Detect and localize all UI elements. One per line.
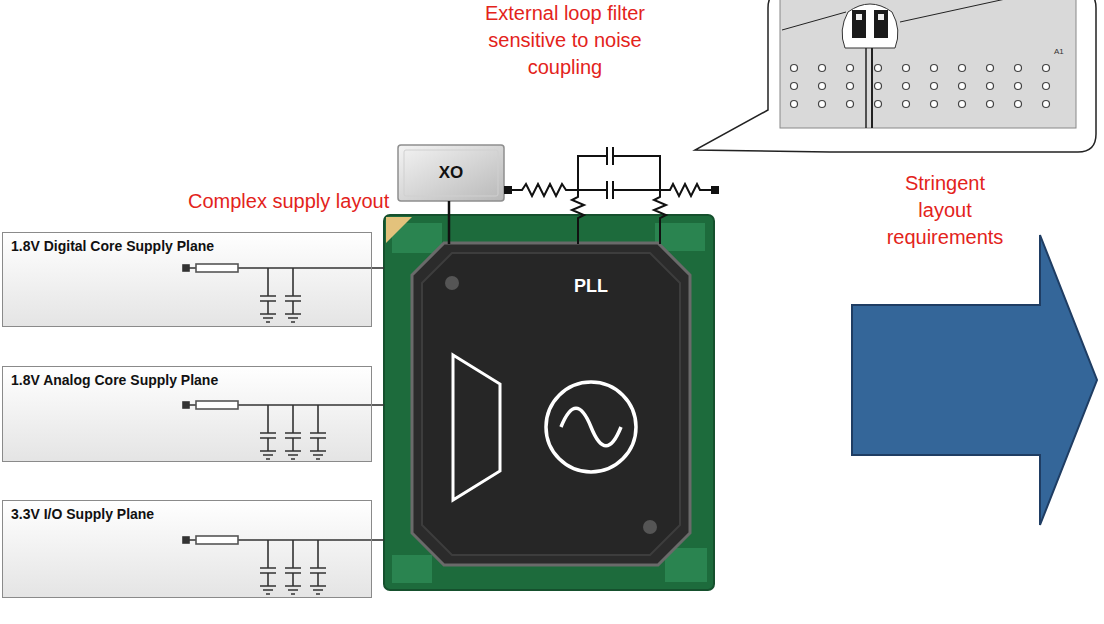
callout-note: Stringent layout requirements xyxy=(878,170,1012,251)
node-text: 1.8V Analog Core Supply Plane xyxy=(11,372,363,388)
crystal-rim xyxy=(404,150,498,196)
plane-ground xyxy=(2,232,372,327)
transition-arrow xyxy=(852,235,1097,525)
callout-bubble xyxy=(695,0,1096,152)
supply-wire xyxy=(372,267,384,269)
node-text: XO xyxy=(439,163,464,183)
divider-symbol xyxy=(453,355,500,500)
supply-plane-box: 1.8V Digital Core Supply Plane xyxy=(2,232,372,327)
callout-note: External loop filter sensitive to noise … xyxy=(468,0,662,81)
die-octagon xyxy=(412,243,690,565)
crystal-package xyxy=(398,145,504,201)
pcb-component xyxy=(852,10,888,38)
node-text: 1.8V Digital Core Supply Plane xyxy=(11,238,363,254)
supply-plane-box: 3.3V I/O Supply Plane xyxy=(2,500,372,598)
pcb-holes xyxy=(791,65,1050,108)
sine-wave xyxy=(561,408,621,446)
loop-filter-symbol xyxy=(505,147,718,244)
supply-wire xyxy=(372,539,384,541)
die-dot xyxy=(445,276,459,290)
pcb-pad xyxy=(856,14,884,20)
die-inner xyxy=(422,253,680,555)
plane-ground xyxy=(2,366,372,462)
clock-wire xyxy=(448,215,451,244)
callout-note: Complex supply layout xyxy=(188,188,398,215)
supply-plane-box: 1.8V Analog Core Supply Plane xyxy=(2,366,372,462)
plane-ground xyxy=(2,500,372,598)
supply-wire xyxy=(372,404,384,406)
oscillator-symbol xyxy=(546,382,636,472)
chip-patch xyxy=(392,555,432,583)
pcb-traces xyxy=(782,0,1010,128)
crystal-oscillator: XO xyxy=(398,145,504,201)
node-text: 3.3V I/O Supply Plane xyxy=(11,506,363,522)
chip-body xyxy=(384,215,714,590)
pcb-photo xyxy=(780,0,1076,128)
node-text: PLL xyxy=(562,276,620,297)
pll-chip: PLL xyxy=(384,215,714,590)
pcb-marking: A1 xyxy=(1054,46,1074,57)
pin1-marker xyxy=(386,217,412,243)
supply-wire xyxy=(448,201,451,215)
die-dot xyxy=(643,520,657,534)
supply-filter-circuits xyxy=(183,264,372,594)
